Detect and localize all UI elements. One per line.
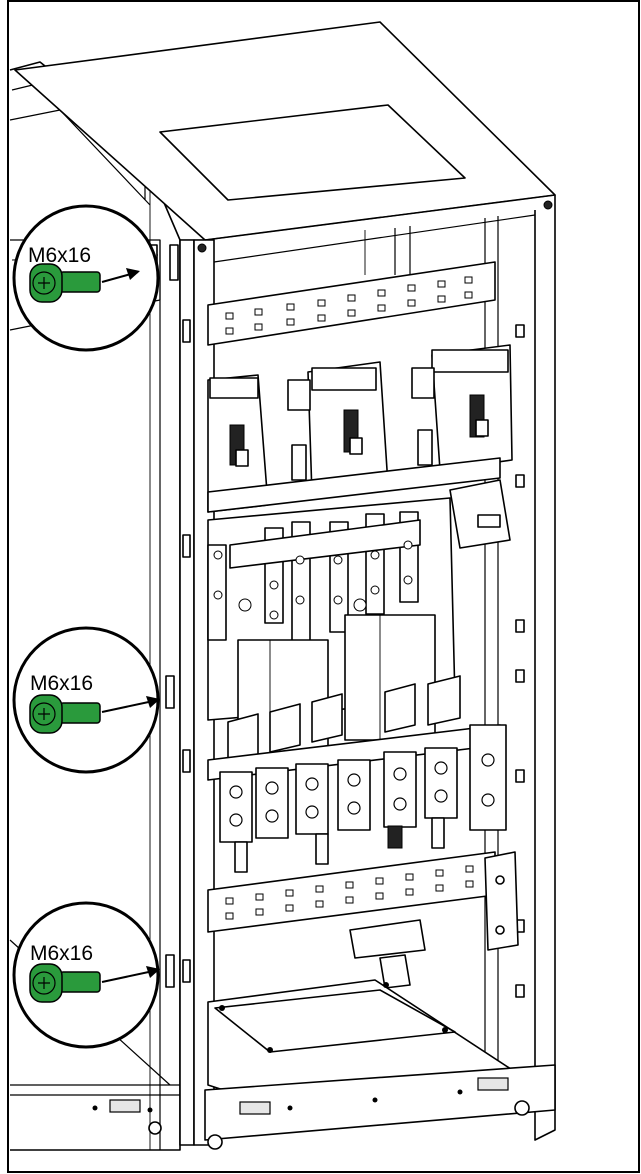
front-right-post xyxy=(534,195,556,1141)
arrow-right-icon xyxy=(101,966,160,983)
right-post-holes xyxy=(515,324,525,998)
screw-callout-2: M6x16 xyxy=(12,626,160,774)
green-screw-icon xyxy=(29,963,101,1003)
arrow-right-icon xyxy=(101,696,160,713)
green-screw-icon xyxy=(29,263,101,303)
middle-rail xyxy=(207,457,511,549)
top-rail xyxy=(207,261,496,346)
main-cabinet xyxy=(14,21,556,1146)
busbar-assembly xyxy=(207,497,461,763)
screw-callout-1: M6x16 xyxy=(12,204,160,352)
screw-callout-3: M6x16 xyxy=(12,901,160,1049)
callout-2-label: M6x16 xyxy=(30,672,93,695)
image-border xyxy=(7,0,640,1173)
terminal-rail xyxy=(207,724,507,873)
top-cutout xyxy=(159,104,466,201)
arrow-right-icon xyxy=(101,268,140,283)
bottom-rail xyxy=(207,851,519,989)
callout-1-label: M6x16 xyxy=(28,244,91,267)
circuit-breakers xyxy=(207,344,513,513)
callout-3-label: M6x16 xyxy=(30,942,93,965)
green-screw-icon xyxy=(29,694,101,734)
left-door-edge xyxy=(179,239,195,1146)
floor-plate xyxy=(204,979,556,1150)
